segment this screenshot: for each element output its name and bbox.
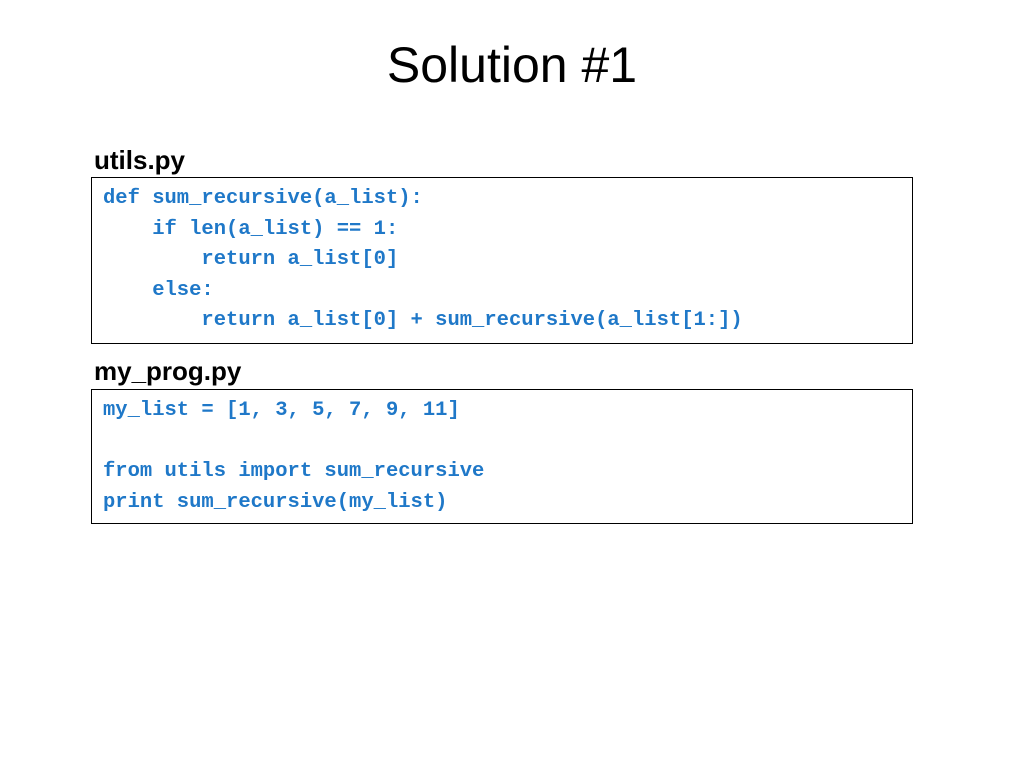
- utils-code-box: def sum_recursive(a_list): if len(a_list…: [91, 177, 913, 344]
- my-prog-code-lines: my_list = [1, 3, 5, 7, 9, 11] from utils…: [92, 390, 912, 518]
- my-prog-code-box: my_list = [1, 3, 5, 7, 9, 11] from utils…: [91, 389, 913, 524]
- code-line: return a_list[0] + sum_recursive(a_list[…: [103, 309, 743, 333]
- utils-file-label: utils.py: [94, 145, 186, 175]
- code-line: my_list = [1, 3, 5, 7, 9, 11]: [103, 399, 460, 422]
- my-prog-file-label: my_prog.py: [94, 356, 242, 386]
- code-line: if len(a_list) == 1:: [103, 217, 399, 241]
- slide-title: Solution #1: [386, 37, 638, 93]
- code-line: return a_list[0]: [103, 248, 399, 272]
- code-line: def sum_recursive(a_list):: [103, 187, 423, 210]
- code-line: from utils import sum_recursive: [103, 460, 485, 484]
- utils-code-lines: def sum_recursive(a_list): if len(a_list…: [92, 178, 912, 337]
- code-line: print sum_recursive(my_list): [103, 490, 448, 514]
- code-line: [103, 427, 912, 458]
- code-line: else:: [103, 278, 214, 302]
